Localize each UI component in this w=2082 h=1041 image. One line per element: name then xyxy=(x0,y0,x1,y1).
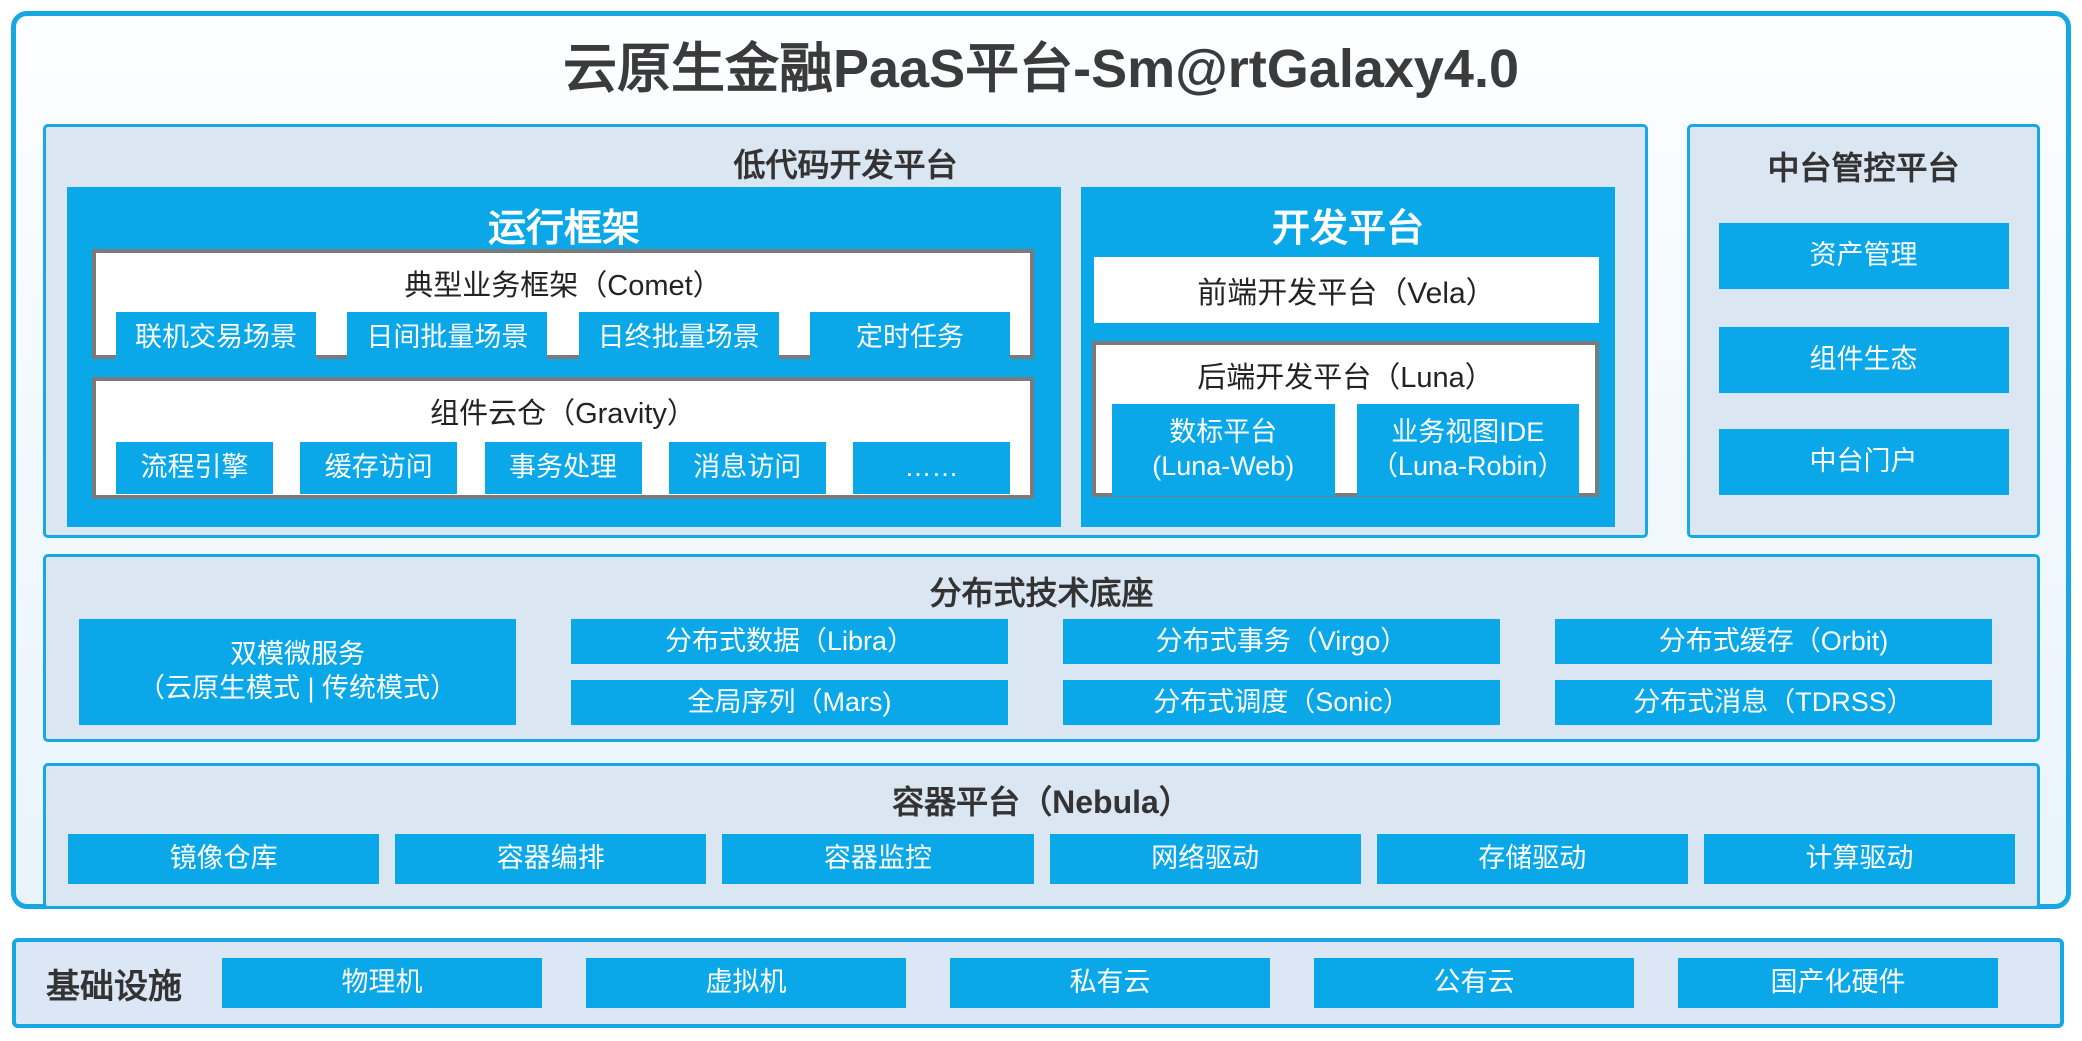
comet-item: 日终批量场景 xyxy=(578,312,779,364)
gravity-item: 流程引擎 xyxy=(116,442,273,494)
gravity-item: 事务处理 xyxy=(484,442,642,494)
gravity-item: 消息访问 xyxy=(668,442,826,494)
panel-dev-platform: 开发平台 前端开发平台（Vela） 后端开发平台（Luna） 数标平台 (Lun… xyxy=(1081,187,1615,527)
luna-item-line1: 数标平台 xyxy=(1169,417,1278,448)
dual-mode-microservice: 双模微服务 （云原生模式 | 传统模式） xyxy=(79,619,516,725)
section-low-code-platform: 低代码开发平台 运行框架 典型业务框架（Comet） 联机交易场景 日间批量场景… xyxy=(43,124,1648,538)
mid-platform-title: 中台管控平台 xyxy=(1767,150,1960,186)
distributed-item: 分布式事务（Virgo） xyxy=(1063,619,1500,664)
distributed-item: 分布式数据（Libra） xyxy=(571,619,1008,664)
infrastructure-items: 物理机 虚拟机 私有云 公有云 国产化硬件 xyxy=(222,958,1998,1008)
comet-items: 联机交易场景 日间批量场景 日终批量场景 定时任务 xyxy=(96,312,1030,364)
infrastructure-title: 基础设施 xyxy=(46,967,182,1006)
mid-platform-item: 组件生态 xyxy=(1718,327,2009,393)
comet-title: 典型业务框架（Comet） xyxy=(404,270,722,302)
comet-item: 日间批量场景 xyxy=(347,312,548,364)
container-item: 计算驱动 xyxy=(1703,834,2016,884)
infrastructure-item: 物理机 xyxy=(222,958,542,1008)
luna-item: 数标平台 (Luna-Web) xyxy=(1112,404,1335,496)
luna-title: 后端开发平台（Luna） xyxy=(1197,362,1494,394)
distributed-grid: 双模微服务 （云原生模式 | 传统模式） 分布式数据（Libra） 分布式事务（… xyxy=(79,619,1992,725)
panel-runtime-framework: 运行框架 典型业务框架（Comet） 联机交易场景 日间批量场景 日终批量场景 … xyxy=(67,187,1061,527)
gravity-title: 组件云仓（Gravity） xyxy=(430,398,696,430)
container-item: 容器编排 xyxy=(395,834,707,884)
page-title: 云原生金融PaaS平台-Sm@rtGalaxy4.0 xyxy=(563,39,1519,99)
container-item: 网络驱动 xyxy=(1049,834,1361,884)
container-platform-items: 镜像仓库 容器编排 容器监控 网络驱动 存储驱动 计算驱动 xyxy=(68,834,2016,884)
container-item: 存储驱动 xyxy=(1376,834,1688,884)
luna-item-line2: （Luna-Robin） xyxy=(1370,451,1565,481)
mid-platform-item: 资产管理 xyxy=(1718,223,2009,289)
box-luna: 后端开发平台（Luna） 数标平台 (Luna-Web) 业务视图IDE （Lu… xyxy=(1092,341,1599,497)
luna-item-line1: 业务视图IDE xyxy=(1391,417,1545,448)
gravity-item: …… xyxy=(853,442,1010,494)
box-comet: 典型业务框架（Comet） 联机交易场景 日间批量场景 日终批量场景 定时任务 xyxy=(92,249,1034,364)
section-container-platform: 容器平台（Nebula） 镜像仓库 容器编排 容器监控 网络驱动 存储驱动 计算… xyxy=(43,763,2040,909)
container-platform-title: 容器平台（Nebula） xyxy=(892,784,1191,820)
infrastructure-item: 国产化硬件 xyxy=(1678,958,1998,1008)
section-distributed-base: 分布式技术底座 双模微服务 （云原生模式 | 传统模式） 分布式数据（Libra… xyxy=(43,554,2040,742)
comet-item: 联机交易场景 xyxy=(116,312,316,364)
luna-items: 数标平台 (Luna-Web) 业务视图IDE （Luna-Robin） xyxy=(1096,404,1595,496)
dual-mode-line1: 双模微服务 xyxy=(230,639,365,670)
box-vela: 前端开发平台（Vela） xyxy=(1094,257,1599,323)
dev-platform-title: 开发平台 xyxy=(1271,208,1424,250)
mid-platform-item: 中台门户 xyxy=(1718,429,2009,495)
distributed-item: 分布式缓存（Orbit) xyxy=(1555,619,1992,664)
comet-item: 定时任务 xyxy=(809,312,1010,364)
infrastructure-item: 公有云 xyxy=(1314,958,1634,1008)
distributed-base-title: 分布式技术底座 xyxy=(929,575,1154,611)
dual-mode-line2: （云原生模式 | 传统模式） xyxy=(137,673,458,703)
infrastructure-item: 私有云 xyxy=(950,958,1270,1008)
distributed-item: 分布式调度（Sonic） xyxy=(1063,680,1500,725)
container-item: 镜像仓库 xyxy=(68,834,380,884)
luna-item: 业务视图IDE （Luna-Robin） xyxy=(1356,404,1579,496)
luna-item-line2: (Luna-Web) xyxy=(1152,451,1295,481)
section-mid-platform-control: 中台管控平台 资产管理 组件生态 中台门户 xyxy=(1687,124,2040,538)
low-code-platform-title: 低代码开发平台 xyxy=(733,147,958,183)
distributed-item: 分布式消息（TDRSS） xyxy=(1555,680,1992,725)
section-infrastructure: 基础设施 物理机 虚拟机 私有云 公有云 国产化硬件 xyxy=(12,938,2064,1028)
gravity-items: 流程引擎 缓存访问 事务处理 消息访问 …… xyxy=(96,442,1030,494)
container-item: 容器监控 xyxy=(722,834,1034,884)
box-gravity: 组件云仓（Gravity） 流程引擎 缓存访问 事务处理 消息访问 …… xyxy=(92,377,1034,499)
gravity-item: 缓存访问 xyxy=(300,442,458,494)
infrastructure-item: 虚拟机 xyxy=(586,958,906,1008)
runtime-framework-title: 运行框架 xyxy=(487,208,640,250)
distributed-item: 全局序列（Mars) xyxy=(571,680,1008,725)
